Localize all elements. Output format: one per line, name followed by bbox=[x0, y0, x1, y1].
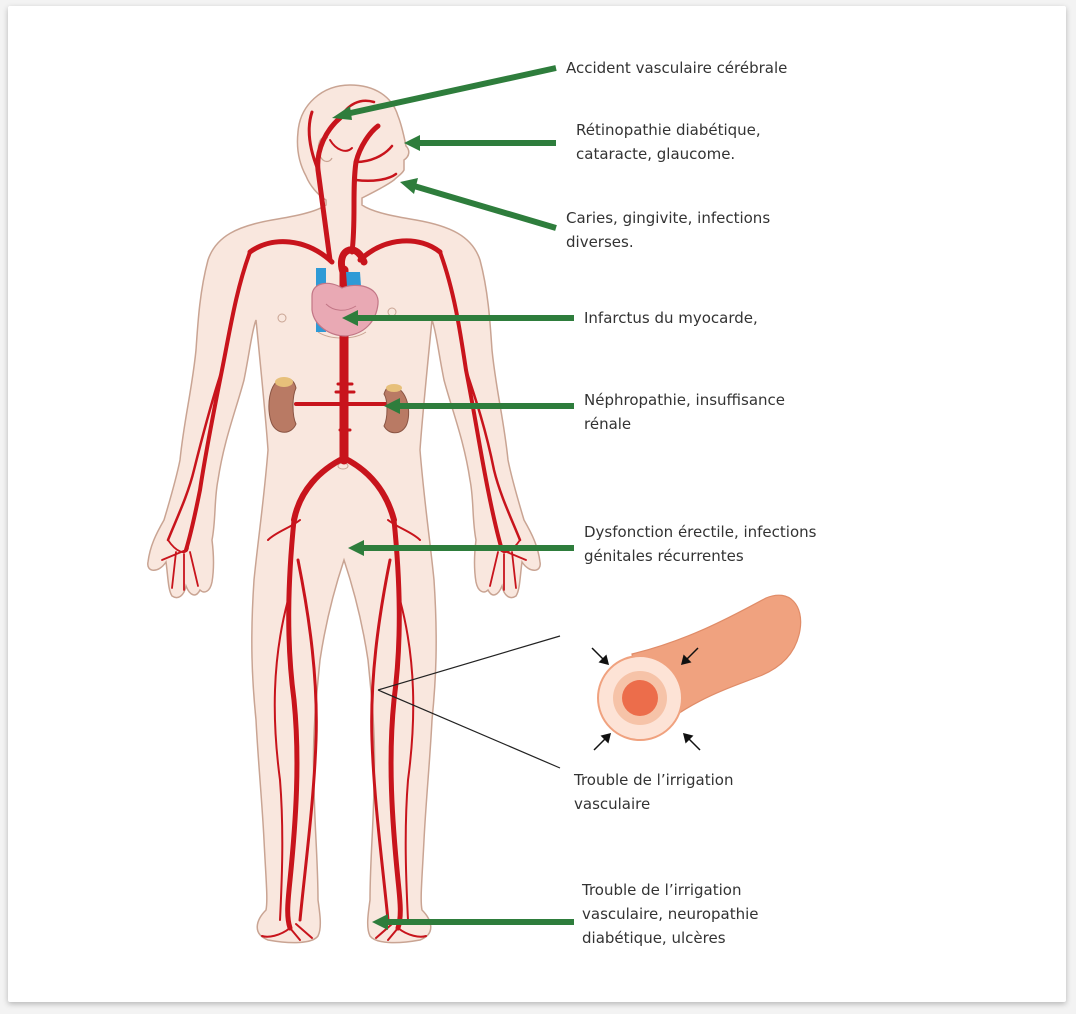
label-feet: Trouble de l’irrigation vasculaire, neur… bbox=[582, 878, 759, 950]
human-body-figure bbox=[148, 85, 540, 943]
label-kidney: Néphropathie, insuffisance rénale bbox=[584, 388, 785, 436]
adrenal-right bbox=[386, 384, 402, 392]
body-silhouette bbox=[148, 85, 540, 943]
arrow-mouth-head bbox=[400, 178, 418, 194]
label-eyes: Rétinopathie diabétique, cataracte, glau… bbox=[576, 118, 761, 166]
label-mouth: Caries, gingivite, infections diverses. bbox=[566, 206, 770, 254]
label-genital: Dysfonction érectile, infections génital… bbox=[584, 520, 816, 568]
label-heart: Infarctus du myocarde, bbox=[584, 306, 758, 330]
label-vessel: Trouble de l’irrigation vasculaire bbox=[574, 768, 733, 816]
arrow-mouth bbox=[414, 186, 556, 228]
vessel-lumen bbox=[622, 680, 658, 716]
label-stroke: Accident vasculaire cérébrale bbox=[566, 56, 787, 80]
adrenal-left bbox=[275, 377, 293, 387]
vessel-cross-section bbox=[378, 595, 801, 768]
